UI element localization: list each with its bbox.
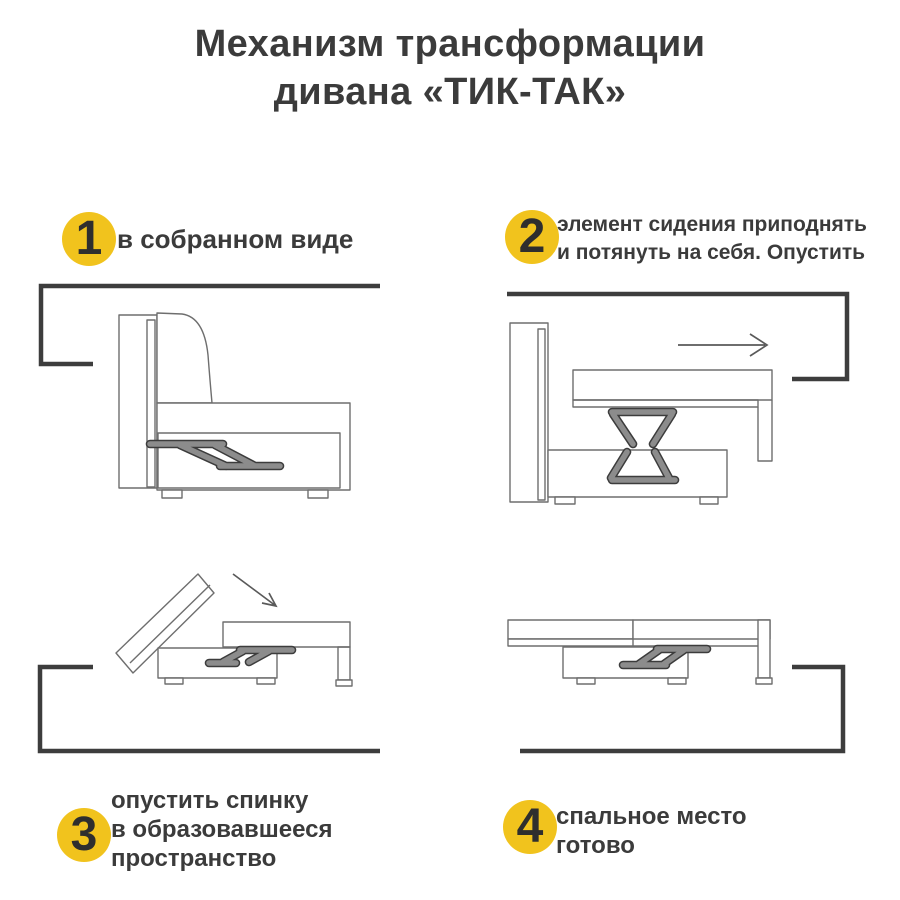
seat-edge-hook [757, 619, 771, 679]
step-3-label: опустить спинку в образовавшееся простра… [111, 786, 332, 873]
illustration-step-4-bed-ready [507, 619, 846, 754]
step-3-label-line: в образовавшееся [111, 816, 333, 843]
bed-panel-seat [632, 619, 771, 640]
step-2-badge: 2 [505, 210, 559, 264]
folded-scissor-mechanism [618, 644, 712, 670]
scissor-lift-mechanism [606, 407, 680, 485]
backrest-panel-tilted [115, 573, 215, 674]
foot [667, 677, 687, 685]
step-1-badge: 1 [62, 212, 116, 266]
bed-panel-backrest-flat [507, 619, 634, 640]
folded-scissor-mechanism [204, 645, 297, 668]
backrest-panel-inner-edge [146, 319, 156, 488]
foot [164, 677, 184, 685]
step-2-label-line: элемент сидения приподнять [557, 213, 867, 236]
folded-scissor-mechanism [145, 439, 285, 471]
frame-corner-line [520, 664, 846, 754]
foot [256, 677, 276, 685]
bed-panel-lip [507, 638, 634, 647]
hook-foot [755, 677, 773, 685]
seat-edge-hook [337, 646, 351, 681]
step-4-badge: 4 [503, 800, 557, 854]
backrest-cushion [156, 312, 213, 404]
arrow-right-icon [678, 333, 769, 357]
foot [699, 496, 719, 505]
step-4-label-line: готово [556, 832, 635, 859]
foot [307, 489, 329, 499]
frame-corner-line [38, 283, 380, 367]
foot [161, 489, 183, 499]
foot [554, 496, 576, 505]
seat-base [547, 449, 728, 498]
seat-edge-hook [757, 400, 773, 462]
title-line-2: дивана «ТИК-ТАК» [273, 71, 627, 113]
seat-platform-lip [572, 399, 759, 408]
title-line-1: Механизм трансформации [194, 23, 706, 65]
step-4-label-line: спальное место [556, 803, 747, 830]
arrow-down-right-icon [232, 573, 278, 608]
illustration-step-3-backrest-lowering [37, 573, 380, 754]
backrest-panel-inner-edge [537, 328, 546, 501]
hook-foot [335, 679, 353, 687]
frame-corner-line [507, 291, 850, 382]
step-1-label: в собранном виде [117, 224, 353, 254]
step-3-badge: 3 [57, 808, 111, 862]
step-2-label-line: и потянуть на себя. Опустить [557, 241, 866, 264]
seat-element [572, 369, 773, 401]
step-1-label-line: в собранном виде [117, 224, 354, 254]
frame-corner-line [37, 664, 380, 754]
page-title: Механизм трансформации дивана «ТИК-ТАК» [0, 20, 900, 116]
step-3-label-line: опустить спинку [111, 787, 309, 814]
illustration-step-1-sofa-assembled [38, 283, 380, 499]
step-4-label: спальное место готово [556, 802, 747, 860]
step-2-label: элемент сидения приподнять и потянуть на… [557, 211, 867, 267]
illustration-step-2-seat-raised [507, 291, 850, 505]
backrest-panel-inner-edge [129, 584, 211, 664]
seat-element [222, 621, 351, 648]
step-3-label-line: пространство [111, 845, 277, 872]
foot [576, 677, 596, 685]
